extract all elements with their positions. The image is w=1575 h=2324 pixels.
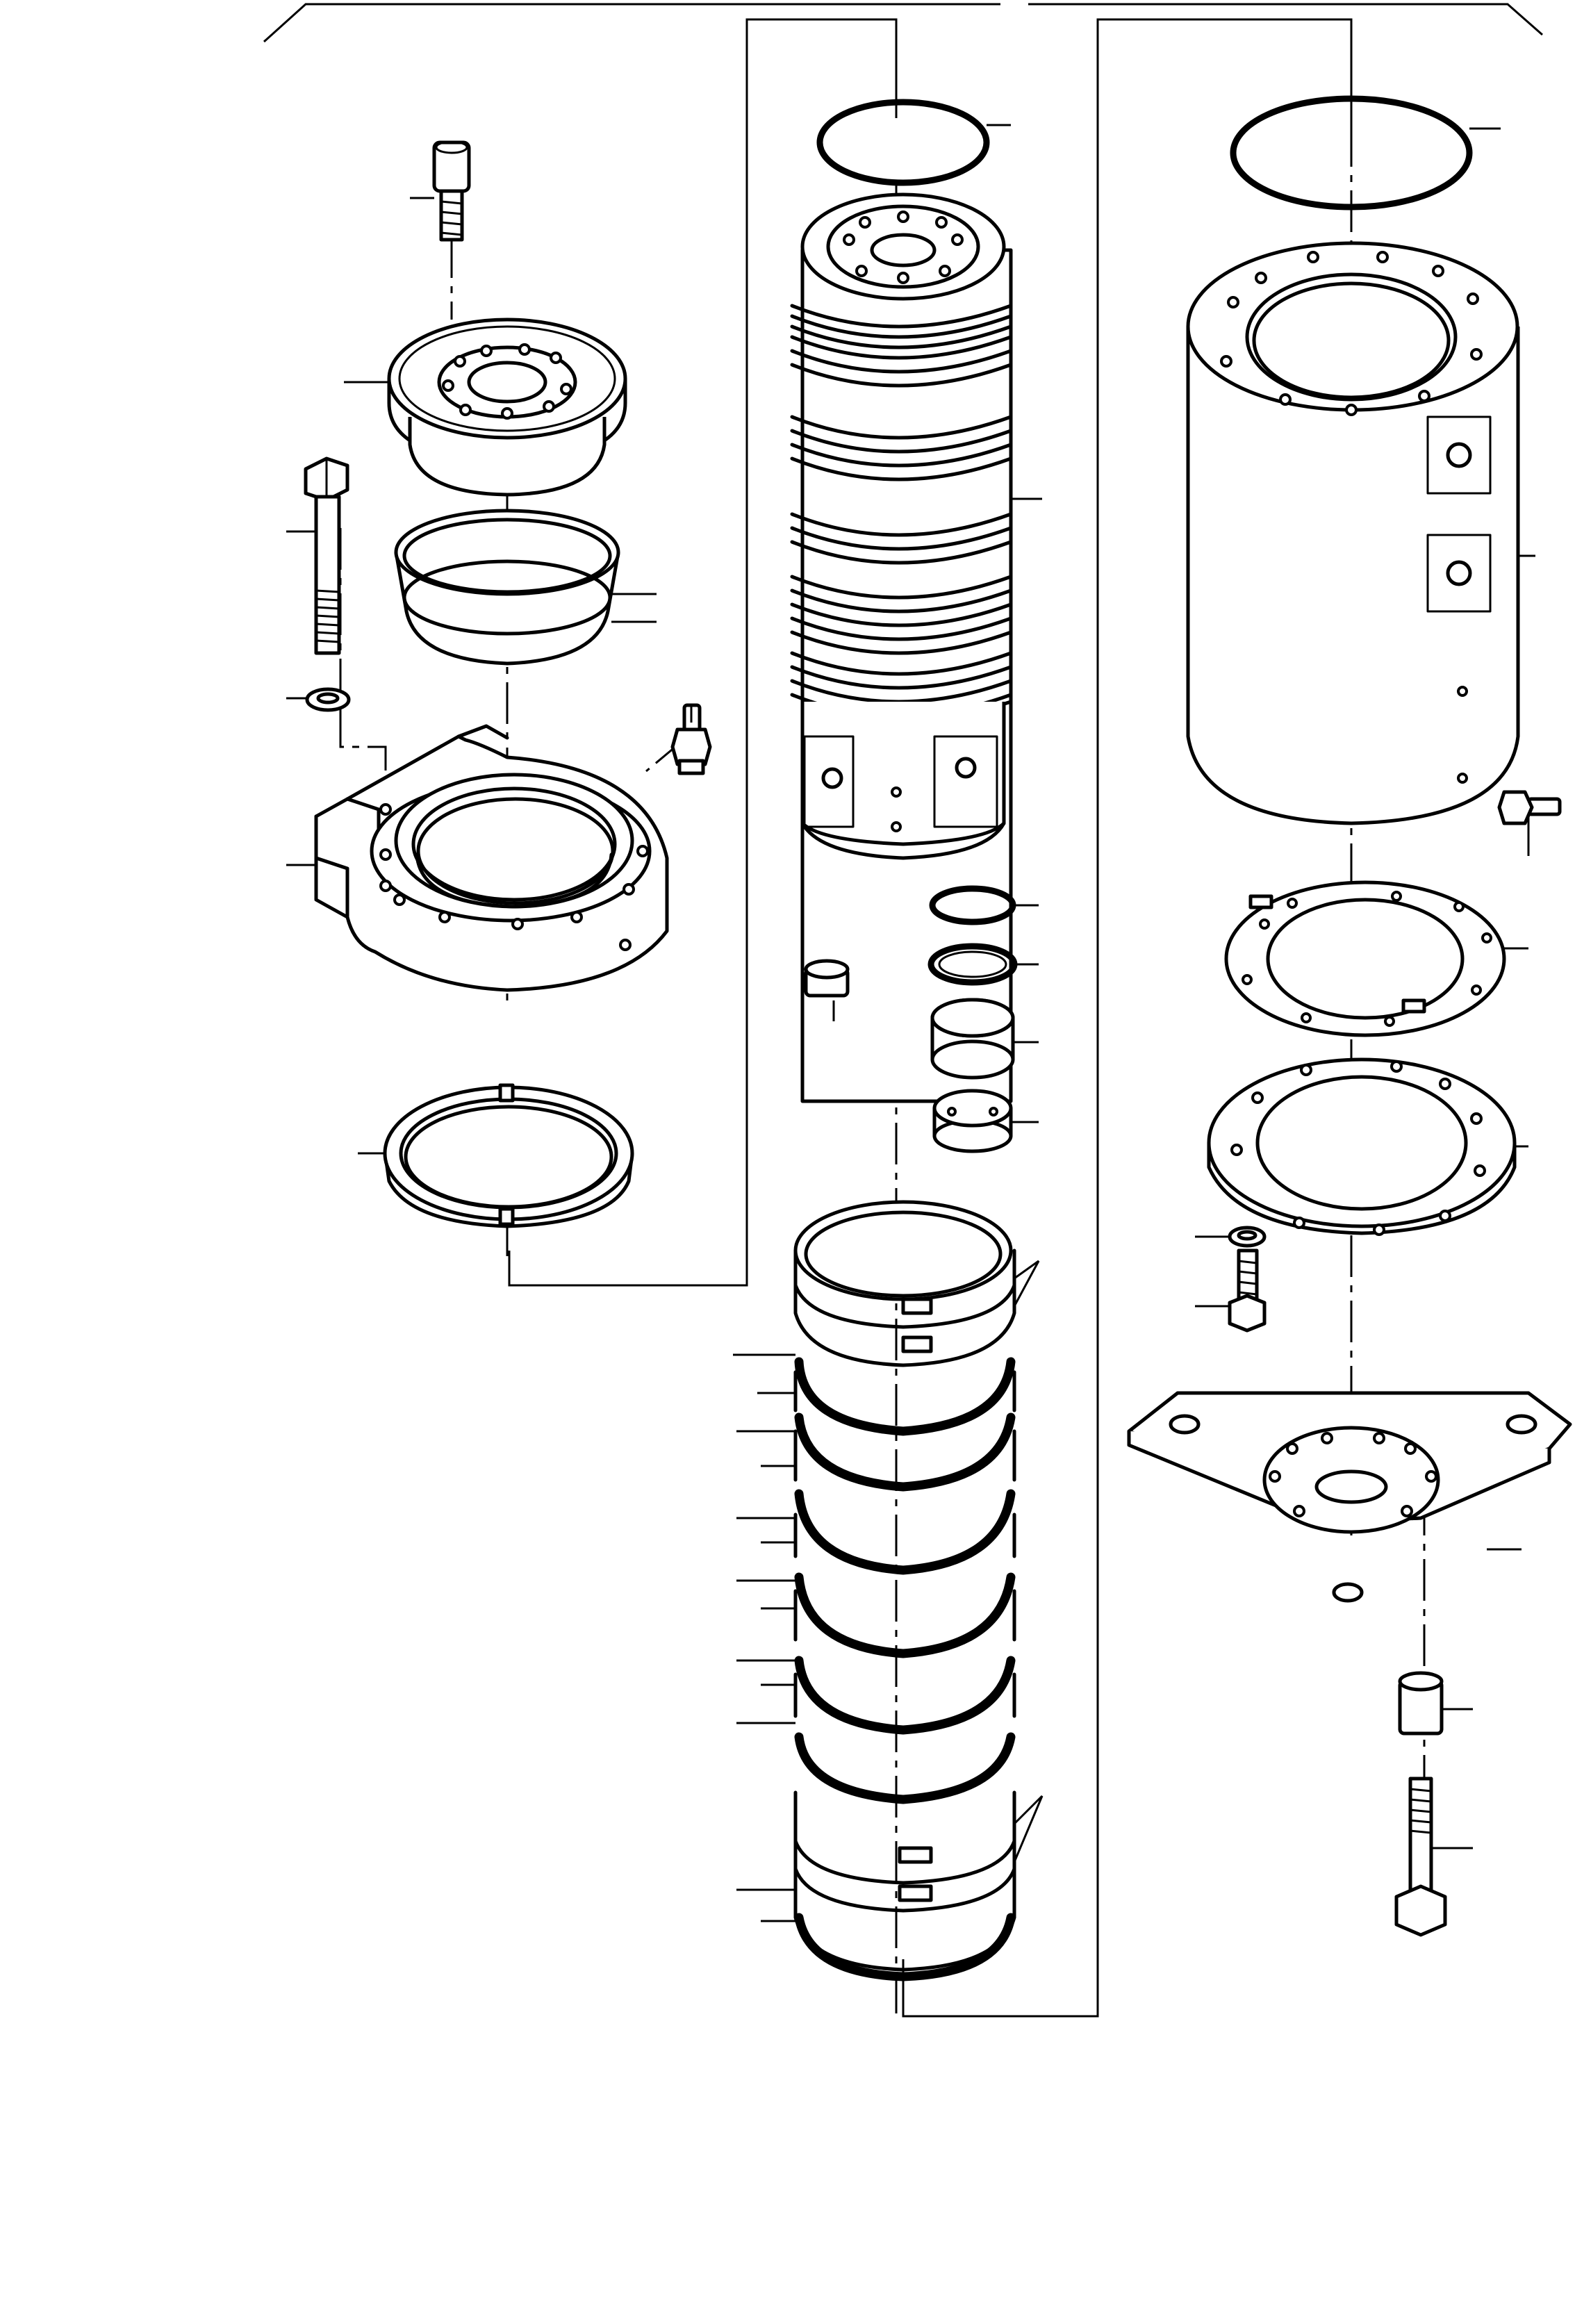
housing-cylinder: [1186, 241, 1535, 825]
o-ring-large: [1230, 95, 1501, 211]
assembly-frame-lines: [263, 3, 1543, 2018]
hex-bolt-left: [286, 456, 349, 655]
mounting-plate: [1127, 1391, 1572, 1603]
washer-left: [286, 687, 351, 712]
small-o-ring-1: [929, 885, 1039, 925]
spacer-sleeve: [1398, 1671, 1473, 1736]
o-ring-top: [816, 99, 1011, 186]
split-gasket: [1224, 880, 1528, 1037]
grease-nipple-left: [670, 703, 712, 775]
end-cover: [344, 318, 627, 497]
cap-screw: [410, 140, 471, 242]
hex-bolt-small: [1195, 1248, 1267, 1333]
plug: [804, 959, 850, 1021]
hex-bolt-right: [1394, 1777, 1473, 1937]
bushing-ring: [394, 509, 657, 666]
seal-ring-stack: [733, 1200, 1044, 1981]
washer-right: [1195, 1226, 1267, 1248]
flange-plate: [1207, 1057, 1528, 1236]
rotor-shaft: [790, 192, 1042, 1103]
thrust-washer: [358, 1083, 634, 1228]
small-o-ring-2: [927, 943, 1039, 986]
cap-plug: [932, 1089, 1039, 1153]
grease-nipple-right: [1497, 790, 1562, 855]
bushing-small: [930, 998, 1039, 1080]
flange-housing: [286, 724, 669, 992]
